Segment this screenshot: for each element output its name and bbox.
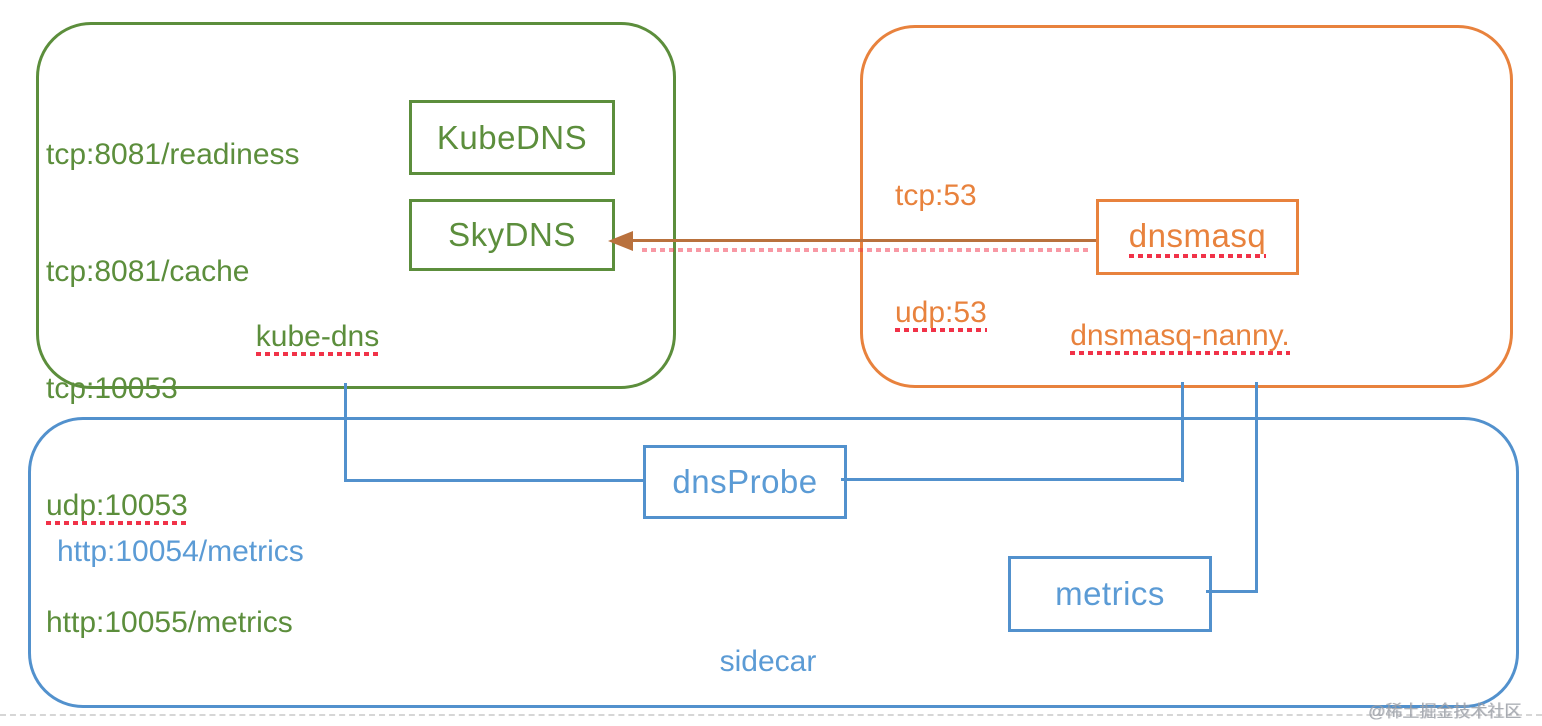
kube-dns-port-list: tcp:8081/readiness tcp:8081/cache tcp:10… <box>46 57 300 720</box>
port-item: tcp:10053 <box>46 372 178 405</box>
watermark: @稀土掘金技术社区 <box>1368 702 1522 721</box>
metrics-label: metrics <box>1055 575 1165 612</box>
port-item: http:10054/metrics <box>57 535 304 568</box>
dnsmasq-container-box: dnsmasq <box>1096 199 1299 275</box>
kubedns-container-box: KubeDNS <box>409 100 615 175</box>
dnsprobe-container-box: dnsProbe <box>643 445 847 519</box>
skydns-container-box: SkyDNS <box>409 199 615 271</box>
sidecar-pod-label: sidecar <box>719 645 817 678</box>
skydns-label: SkyDNS <box>448 216 576 253</box>
port-item: http:10055/metrics <box>46 606 293 639</box>
port-item-udp-10053: udp:10053 <box>46 489 188 525</box>
port-item: udp:10053 <box>46 486 300 525</box>
dnsmasq-label: dnsmasq <box>1128 216 1267 258</box>
sidecar-pod-box <box>28 417 1519 708</box>
connector-kubedns-vertical <box>344 383 347 482</box>
connector-nanny-metrics-horizontal <box>1206 590 1258 593</box>
connector-nanny-dnsprobe-vertical <box>1181 382 1184 482</box>
arrow-left-head-icon <box>608 231 633 251</box>
sidecar-port-list: http:10054/metrics <box>57 454 304 649</box>
dnsmasq-nanny-port-list: tcp:53 udp:53 <box>895 98 987 410</box>
connector-nanny-dnsprobe-horizontal <box>841 478 1184 481</box>
dnsmasq-nanny-pod-label: dnsmasq-nanny. <box>1055 319 1305 355</box>
dnsmasq-nanny-pod-box <box>860 25 1513 388</box>
kube-dns-pod-box <box>36 22 676 389</box>
kubedns-label: KubeDNS <box>436 118 588 156</box>
bottom-dashed-line <box>0 714 1542 716</box>
port-item: udp:53 <box>895 293 987 332</box>
metrics-container-box: metrics <box>1008 556 1212 632</box>
arrow-dnsmasq-to-skydns-line <box>630 239 1096 242</box>
dnsprobe-label: dnsProbe <box>672 463 818 500</box>
port-item-udp-53: udp:53 <box>895 296 987 332</box>
port-item: tcp:8081/readiness <box>46 138 300 171</box>
port-item: tcp:53 <box>895 179 977 212</box>
kube-dns-pod-label: kube-dns <box>230 320 405 356</box>
arrow-spellcheck-dots <box>642 248 1092 252</box>
port-item: tcp:8081/cache <box>46 255 250 288</box>
connector-nanny-metrics-vertical <box>1255 382 1258 593</box>
connector-kubedns-horizontal <box>344 479 645 482</box>
